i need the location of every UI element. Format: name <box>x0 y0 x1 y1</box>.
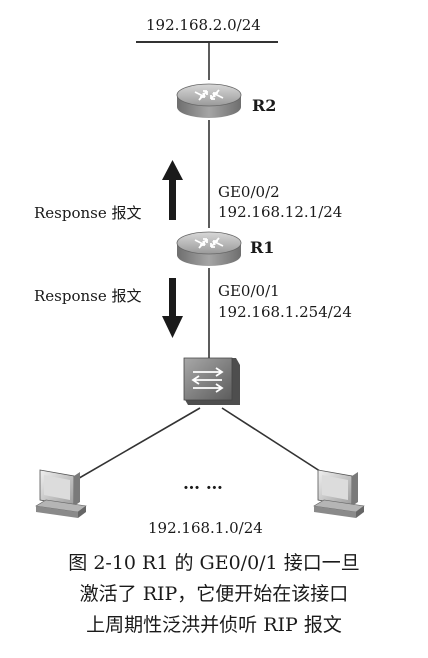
r1-up-interface-name: GE0/0/2 <box>218 183 280 201</box>
bottom-network-label: 192.168.1.0/24 <box>148 519 263 537</box>
response-down-label: Response 报文 <box>34 287 142 305</box>
arrow-up-icon <box>162 160 183 220</box>
r1-down-interface-name: GE0/0/1 <box>218 282 280 300</box>
figure-caption: 图 2-10 R1 的 GE0/0/1 接口一旦 激活了 RIP，它便开始在该接… <box>0 548 428 641</box>
more-hosts-ellipsis: … … <box>183 474 223 494</box>
arrow-down-icon <box>162 278 183 338</box>
response-up-label: Response 报文 <box>34 204 142 222</box>
r1-down-interface-ip: 192.168.1.254/24 <box>218 303 352 321</box>
switch-icon <box>183 357 240 405</box>
router-r1-icon <box>176 231 242 266</box>
caption-line-2: 激活了 RIP，它便开始在该接口 <box>79 583 349 605</box>
pc-right-icon <box>313 469 365 518</box>
link-switch-pc-left <box>61 407 201 489</box>
caption-line-1: 图 2-10 R1 的 GE0/0/1 接口一旦 <box>68 552 360 574</box>
r1-up-interface-ip: 192.168.12.1/24 <box>218 203 343 221</box>
caption-line-3: 上周期性泛洪并侦听 RIP 报文 <box>86 614 342 636</box>
top-network-label: 192.168.2.0/24 <box>146 16 261 34</box>
pc-left-icon <box>35 469 87 518</box>
router-r1-label: R1 <box>250 238 275 257</box>
router-r2-label: R2 <box>252 96 277 115</box>
network-topology-diagram <box>35 41 365 518</box>
router-r2-icon <box>176 83 242 118</box>
